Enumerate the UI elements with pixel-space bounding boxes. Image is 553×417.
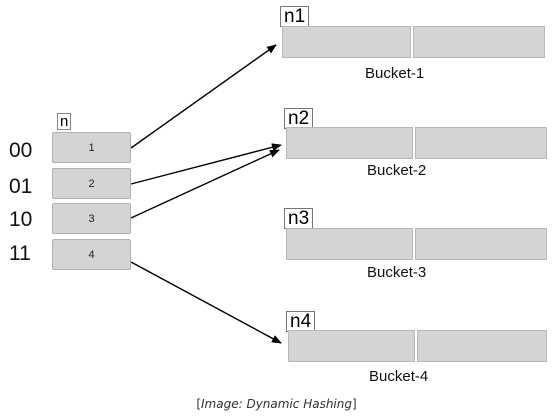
bucket-1-name: Bucket-1 (365, 65, 425, 82)
caption-text: Image: Dynamic Hashing (201, 397, 352, 411)
pointer-2-to-bucket-2 (130, 143, 282, 185)
figure-caption: [Image: Dynamic Hashing] (0, 397, 553, 411)
bucket-3-slot-1 (286, 228, 413, 260)
directory-code: 10 (9, 208, 33, 231)
pointer-4-to-bucket-4 (130, 261, 282, 344)
directory-label: n (57, 113, 72, 130)
bucket-2-name: Bucket-2 (367, 162, 427, 179)
bucket-4-slot-1 (288, 330, 415, 362)
bucket-4-name: Bucket-4 (369, 368, 429, 385)
bucket-4-slot-2 (417, 330, 547, 362)
directory-slot: 3 (52, 203, 131, 234)
bucket-2-slot-1 (286, 127, 413, 159)
pointer-1-to-bucket-1 (130, 44, 277, 149)
bucket-1-slot-1 (282, 26, 411, 58)
directory-slot: 1 (52, 132, 131, 163)
bucket-3-name: Bucket-3 (367, 264, 427, 281)
directory-code: 11 (9, 242, 31, 265)
bucket-3-slot-2 (415, 228, 547, 260)
pointer-3-to-bucket-2 (130, 149, 280, 219)
directory-slot: 4 (52, 239, 131, 270)
directory-slot: 2 (52, 168, 131, 199)
bucket-3-label: n3 (284, 208, 314, 229)
bucket-1-label: n1 (280, 6, 310, 27)
directory-code: 01 (9, 175, 33, 198)
bucket-1-slot-2 (413, 26, 545, 58)
caption-bracket-open: [ (196, 397, 202, 411)
bucket-2-slot-2 (415, 127, 547, 159)
caption-bracket-close: ] (351, 397, 357, 411)
bucket-4-label: n4 (286, 311, 316, 332)
directory-code: 00 (9, 139, 33, 162)
bucket-2-label: n2 (284, 108, 314, 129)
